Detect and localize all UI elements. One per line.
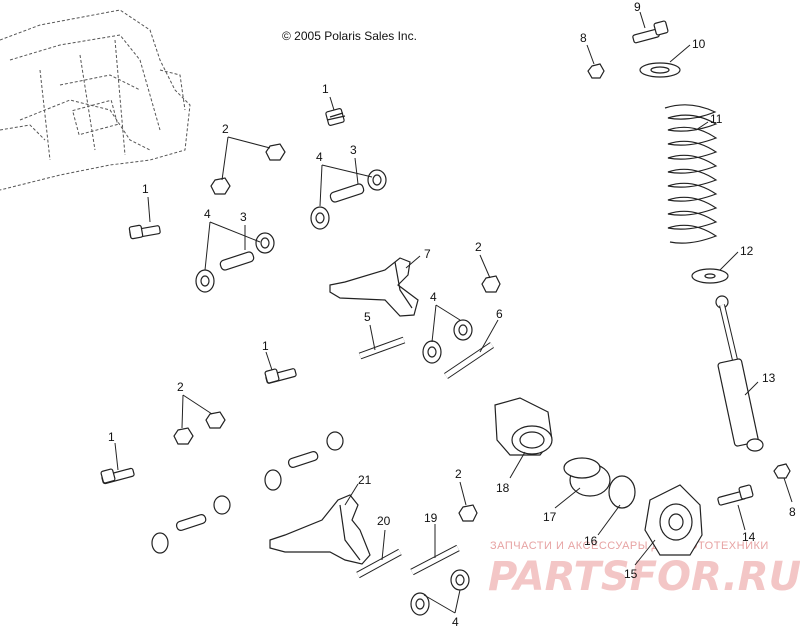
- callout-10: 10: [692, 37, 706, 51]
- callout-1: 1: [262, 339, 269, 353]
- nut-8-top: [587, 63, 605, 79]
- pin-5: [358, 336, 406, 360]
- callout-1: 1: [108, 430, 115, 444]
- bolt-1-bottom-left: [100, 467, 135, 485]
- bolt-1-top: [325, 108, 346, 126]
- callout-13: 13: [762, 371, 776, 385]
- washer-12: [691, 268, 729, 284]
- callout-3: 3: [350, 143, 357, 157]
- callout-4: 4: [452, 615, 459, 629]
- nut-2-a: [265, 143, 286, 161]
- shock-absorber-13: [715, 295, 764, 452]
- callout-16: 16: [584, 534, 598, 548]
- callout-1: 1: [322, 82, 329, 96]
- nut-2-f: [458, 504, 478, 522]
- nut-2-b: [210, 177, 231, 195]
- callout-4: 4: [204, 207, 211, 221]
- copyright-text: © 2005 Polaris Sales Inc.: [282, 29, 417, 43]
- bolt-1-mid: [264, 368, 297, 384]
- callout-4: 4: [316, 150, 323, 164]
- hub-housing-15: [644, 484, 703, 556]
- callout-12: 12: [740, 244, 754, 258]
- callout-20: 20: [377, 514, 391, 528]
- callout-2: 2: [222, 122, 229, 136]
- rod-6: [444, 342, 494, 379]
- bushing-pair-middle: [422, 319, 473, 364]
- callout-8: 8: [789, 505, 796, 519]
- callout-11: 11: [710, 112, 723, 126]
- callout-21: 21: [358, 473, 372, 487]
- callout-14: 14: [742, 530, 756, 544]
- a-arm-7: [329, 257, 419, 317]
- nut-2-e: [205, 411, 226, 429]
- callout-17: 17: [543, 510, 557, 524]
- watermark-tagline: ЗАПЧАСТИ И АКСЕССУАРЫ ДЛЯ МОТОТЕХНИКИ: [490, 540, 769, 552]
- nut-8-right: [773, 463, 791, 479]
- rod-19: [410, 544, 460, 576]
- callout-2: 2: [177, 380, 184, 394]
- callout-5: 5: [364, 310, 371, 324]
- watermark: PARTSFOR.RU ЗАПЧАСТИ И АКСЕССУАРЫ ДЛЯ МО…: [488, 540, 800, 600]
- callout-1: 1: [142, 182, 149, 196]
- bearing-17: [563, 457, 611, 497]
- bushing-pair-upper-right: [310, 169, 387, 230]
- callout-7: 7: [424, 247, 431, 261]
- callout-9: 9: [634, 0, 641, 14]
- spring-seat-10: [639, 62, 681, 78]
- callout-15: 15: [624, 567, 638, 581]
- callout-2: 2: [475, 240, 482, 254]
- snap-ring-16: [608, 475, 636, 509]
- callout-4: 4: [430, 290, 437, 304]
- a-arm-21: [269, 494, 371, 565]
- vehicle-frame: [0, 9, 191, 191]
- bushing-set-lower-left: [151, 431, 344, 554]
- pin-20: [356, 548, 402, 579]
- bolt-14: [717, 484, 754, 506]
- bearing-carrier-18: [494, 397, 553, 456]
- callout-3: 3: [240, 210, 247, 224]
- callout-6: 6: [496, 307, 503, 321]
- callout-19: 19: [424, 511, 438, 525]
- nut-2-d: [173, 427, 194, 445]
- bushing-pair-upper-left: [195, 232, 275, 293]
- callout-labels: 1 2 1 4 3 4 3 7 2 4 5 6 1 2 1 2 21 20 19…: [108, 0, 796, 629]
- callout-18: 18: [496, 481, 510, 495]
- callout-2: 2: [455, 467, 462, 481]
- coil-spring-11: [664, 104, 718, 244]
- bushing-pair-bottom: [410, 569, 470, 616]
- bolt-1-left: [128, 224, 161, 240]
- bolt-9: [632, 20, 669, 44]
- watermark-brand: PARTSFOR.RU: [488, 554, 800, 600]
- leader-lines: [114, 11, 793, 614]
- nut-2-c: [481, 275, 501, 293]
- callout-8: 8: [580, 31, 587, 45]
